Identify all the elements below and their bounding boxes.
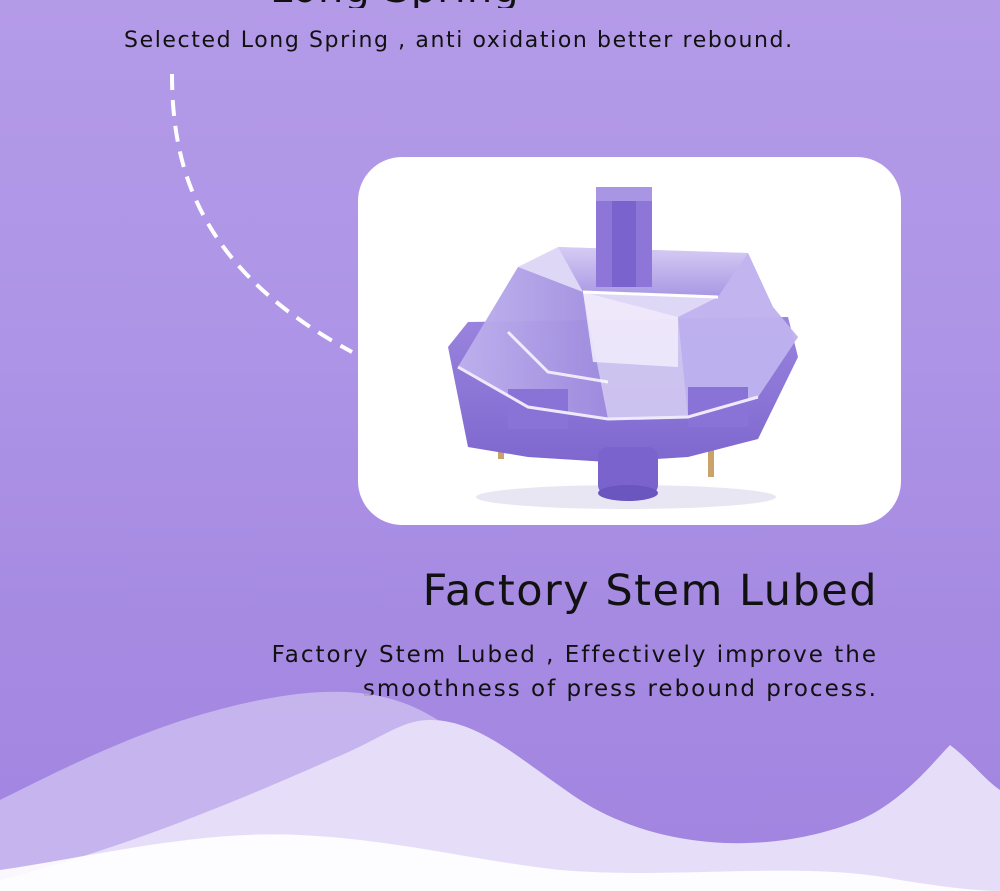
feature-title: Factory Stem Lubed — [422, 566, 878, 616]
switch-photo-card — [358, 157, 901, 525]
feature-description-line-1: Factory Stem Lubed , Effectively improve… — [271, 642, 878, 668]
section-heading-clip: Long Spring — [0, 0, 1000, 8]
mechanical-switch-icon — [448, 187, 798, 509]
long-spring-description: Selected Long Spring , anti oxidation be… — [124, 28, 794, 53]
feature-description-line-2: smoothness of press rebound process. — [362, 676, 878, 702]
section-heading-partial: Long Spring — [270, 0, 520, 8]
feature-description: Factory Stem Lubed , Effectively improve… — [178, 638, 878, 706]
